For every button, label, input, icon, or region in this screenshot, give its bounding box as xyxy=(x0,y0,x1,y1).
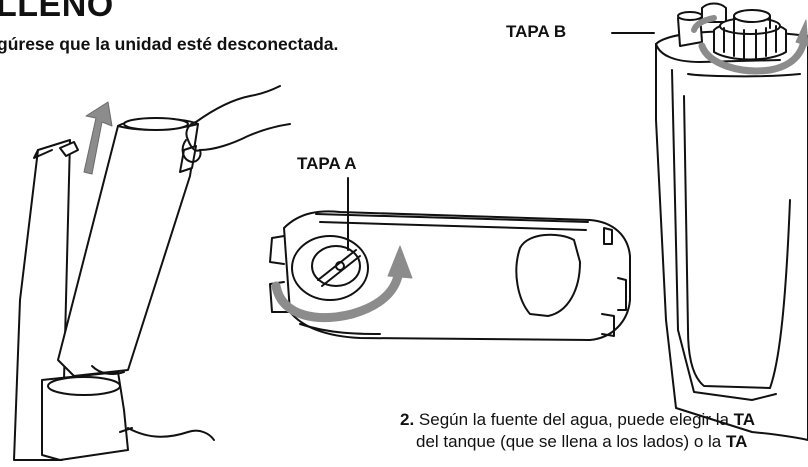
instruction-line-2-emphasis: TA xyxy=(725,432,748,451)
instruction-step-2: 2. Según la fuente del agua, puede elegi… xyxy=(400,409,808,453)
instruction-line-2-text: del tanque (que se llena a los lados) o … xyxy=(416,432,726,451)
humidifier-lift-illustration xyxy=(13,85,291,461)
step-number: 2. xyxy=(400,410,415,429)
tapa-b-label: TAPA B xyxy=(506,22,567,41)
unplug-warning: gúrese que la unidad esté desconectada. xyxy=(0,34,339,54)
tapa-a-label: TAPA A xyxy=(297,154,357,173)
instruction-line-2: del tanque (que se llena a los lados) o … xyxy=(400,431,808,453)
tank-tapa-a-illustration xyxy=(269,177,631,341)
instruction-line-1-emphasis: TA xyxy=(733,410,756,429)
instruction-line-1: 2. Según la fuente del agua, puede elegi… xyxy=(400,409,808,431)
instruction-line-1-text: Según la fuente del agua, puede elegir l… xyxy=(414,410,734,429)
section-heading: LLENO xyxy=(0,0,114,24)
tank-tapa-b-illustration xyxy=(611,2,808,441)
